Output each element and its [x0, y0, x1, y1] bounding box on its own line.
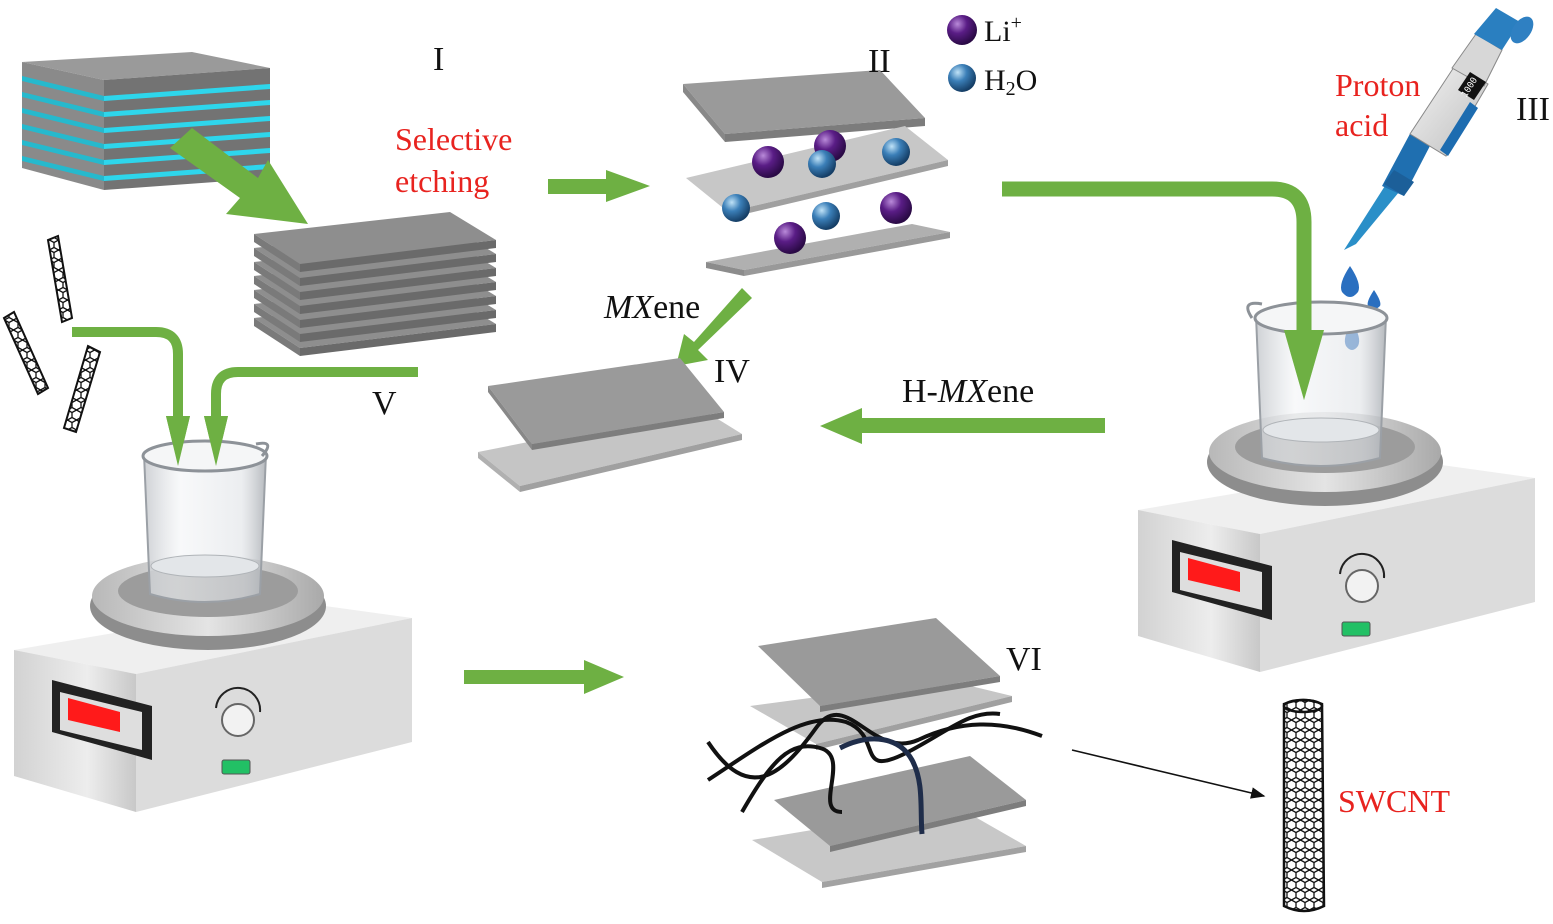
mxene-layer-edge — [254, 276, 300, 314]
pipette: 1000 — [1344, 8, 1534, 250]
mxene-layer-edge — [254, 304, 300, 342]
stage-label-6: VI — [1006, 641, 1042, 678]
swcnt-label: SWCNT — [1338, 783, 1450, 819]
mxene-layer — [254, 212, 496, 264]
intercalated-layers — [683, 70, 950, 276]
h-mxene-label: H-MXene — [902, 373, 1034, 410]
legend-h2o-marker — [948, 64, 976, 92]
interlayer-stripe — [22, 76, 104, 101]
interlayer-stripe — [104, 100, 270, 117]
legend: Li+ H2O — [947, 12, 1037, 100]
max-phase-stack — [22, 52, 270, 190]
mxene-layer-edge — [300, 310, 496, 342]
arrow-heads-into-beaker-left — [166, 400, 228, 466]
proton-acid-label-line2: acid — [1335, 107, 1388, 143]
mxene-label: MXene — [603, 289, 700, 326]
legend-li-marker — [947, 15, 977, 45]
interlayer-stripe — [22, 124, 104, 149]
beaker-left — [141, 439, 270, 603]
water-molecule — [812, 202, 840, 230]
arrow-mxene — [676, 288, 752, 366]
interlayer-stripe — [22, 92, 104, 117]
interlayer-stripe — [104, 84, 270, 101]
interlayer-stripe — [22, 156, 104, 181]
mxene-layer-edge — [300, 240, 496, 272]
selective-etching-label-line2: etching — [395, 163, 489, 199]
legend-h2o-label: H2O — [984, 64, 1037, 100]
mxene-layer-edge — [254, 318, 300, 356]
multilayer-mxene-stack — [254, 212, 496, 356]
mxene-layer-edge — [254, 248, 300, 286]
interlayer-stripe — [104, 116, 270, 133]
mxene-layer-edge — [300, 296, 496, 328]
arrow-to-intercalation — [548, 170, 650, 202]
beaker-right — [1246, 300, 1389, 467]
stage-label-5: V — [372, 385, 397, 422]
arrow-to-composite — [464, 660, 624, 694]
mxene-layer-edge — [254, 290, 300, 328]
swcnt-pointer-arrow — [1071, 749, 1266, 799]
display-red — [68, 698, 120, 732]
stage-label-2: II — [868, 43, 891, 80]
display-red — [1188, 558, 1240, 592]
mxene-layer-edge — [254, 234, 300, 272]
water-molecule — [808, 150, 836, 178]
li-ion — [774, 222, 806, 254]
arrow-into-beaker-right — [1284, 300, 1324, 400]
li-ion — [752, 146, 784, 178]
stage-label-4: IV — [714, 353, 750, 390]
arrow-h-mxene — [820, 408, 1105, 444]
carbon-nanotubes-feed — [2, 234, 102, 434]
li-ion — [880, 192, 912, 224]
selective-etching-label-line1: Selective — [395, 121, 512, 157]
mxene-swcnt-composite — [706, 618, 1043, 888]
mxene-layer-edge — [254, 262, 300, 300]
delaminated-flakes — [478, 358, 742, 492]
mxene-layer-edge — [300, 324, 496, 356]
water-molecule — [722, 194, 750, 222]
proton-acid-label-line1: Proton — [1335, 67, 1420, 103]
interlayer-stripe — [22, 140, 104, 165]
swcnt-tube — [1282, 698, 1326, 913]
mxene-layer-edge — [300, 268, 496, 300]
mxene-layer-edge — [300, 282, 496, 314]
stage-label-3: III — [1516, 91, 1550, 128]
interlayer-stripe — [22, 108, 104, 133]
exfoliation-arrow — [170, 128, 308, 224]
water-molecule — [882, 138, 910, 166]
mxene-layer-edge — [300, 254, 496, 286]
legend-li-label: Li+ — [984, 12, 1022, 48]
stage-label-1: I — [433, 41, 444, 78]
